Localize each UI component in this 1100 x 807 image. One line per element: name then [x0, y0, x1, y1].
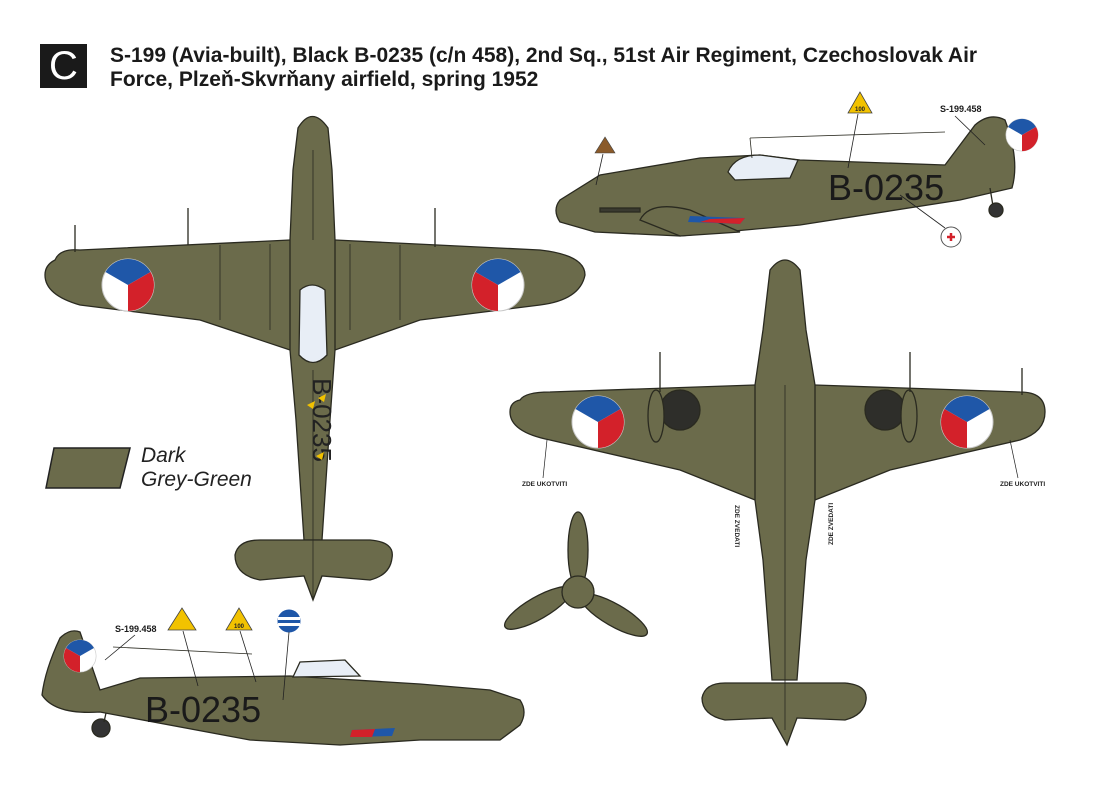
profile-letter-badge: C	[40, 44, 87, 88]
top-yellow-triangle	[307, 401, 315, 409]
octane-label: 100	[855, 107, 866, 113]
title-line-2: Force, Plzeň-Skvrňany airfield, spring 1…	[110, 68, 539, 91]
right-side-octane-callout	[847, 91, 873, 114]
blue-roundel-callout	[277, 609, 301, 633]
left-side-view-aircraft	[41, 630, 525, 746]
legend-line-1: Dark	[141, 444, 186, 467]
top-roundel-left	[101, 258, 155, 312]
top-yellow-triangle	[316, 452, 324, 460]
brown-triangle-callout	[594, 136, 616, 154]
stencil-anchor-left: ZDE UKOTVITI	[522, 481, 567, 488]
yellow-triangle-callout	[167, 607, 197, 631]
octane-label: 100	[234, 624, 245, 630]
right-side-code: B-0235	[828, 167, 944, 208]
title-line-1: S-199 (Avia-built), Black B-0235 (c/n 45…	[110, 44, 978, 67]
left-side-octane-callout	[225, 607, 253, 631]
bottom-view-aircraft	[509, 259, 1046, 747]
left-side-serial-callout: S-199.458	[115, 624, 157, 634]
right-side-view-aircraft	[555, 116, 1016, 237]
top-fuselage-code: B-0235	[307, 378, 337, 462]
right-side-fin-flag	[1005, 118, 1039, 152]
top-yellow-triangle	[318, 394, 326, 402]
stencil-lift-left: ZDE ZVEDATI	[733, 505, 740, 547]
top-roundel-right	[471, 258, 525, 312]
color-swatch-dark-grey-green	[45, 447, 131, 489]
color-legend-label: Dark Grey-Green	[141, 444, 252, 492]
legend-line-2: Grey-Green	[141, 468, 252, 491]
stencil-lift-right: ZDE ZVEDATI	[828, 503, 835, 545]
stencil-anchor-right: ZDE UKOTVITI	[1000, 481, 1045, 488]
propeller-drawing	[503, 511, 649, 637]
left-side-code: B-0235	[145, 689, 261, 730]
top-view-aircraft	[44, 115, 586, 602]
profile-title: S-199 (Avia-built), Black B-0235 (c/n 45…	[110, 44, 1070, 92]
right-side-serial-callout: S-199.458	[940, 104, 982, 114]
bottom-roundel-left	[571, 395, 625, 449]
left-side-fin-flag	[63, 639, 97, 673]
bottom-roundel-right	[940, 395, 994, 449]
